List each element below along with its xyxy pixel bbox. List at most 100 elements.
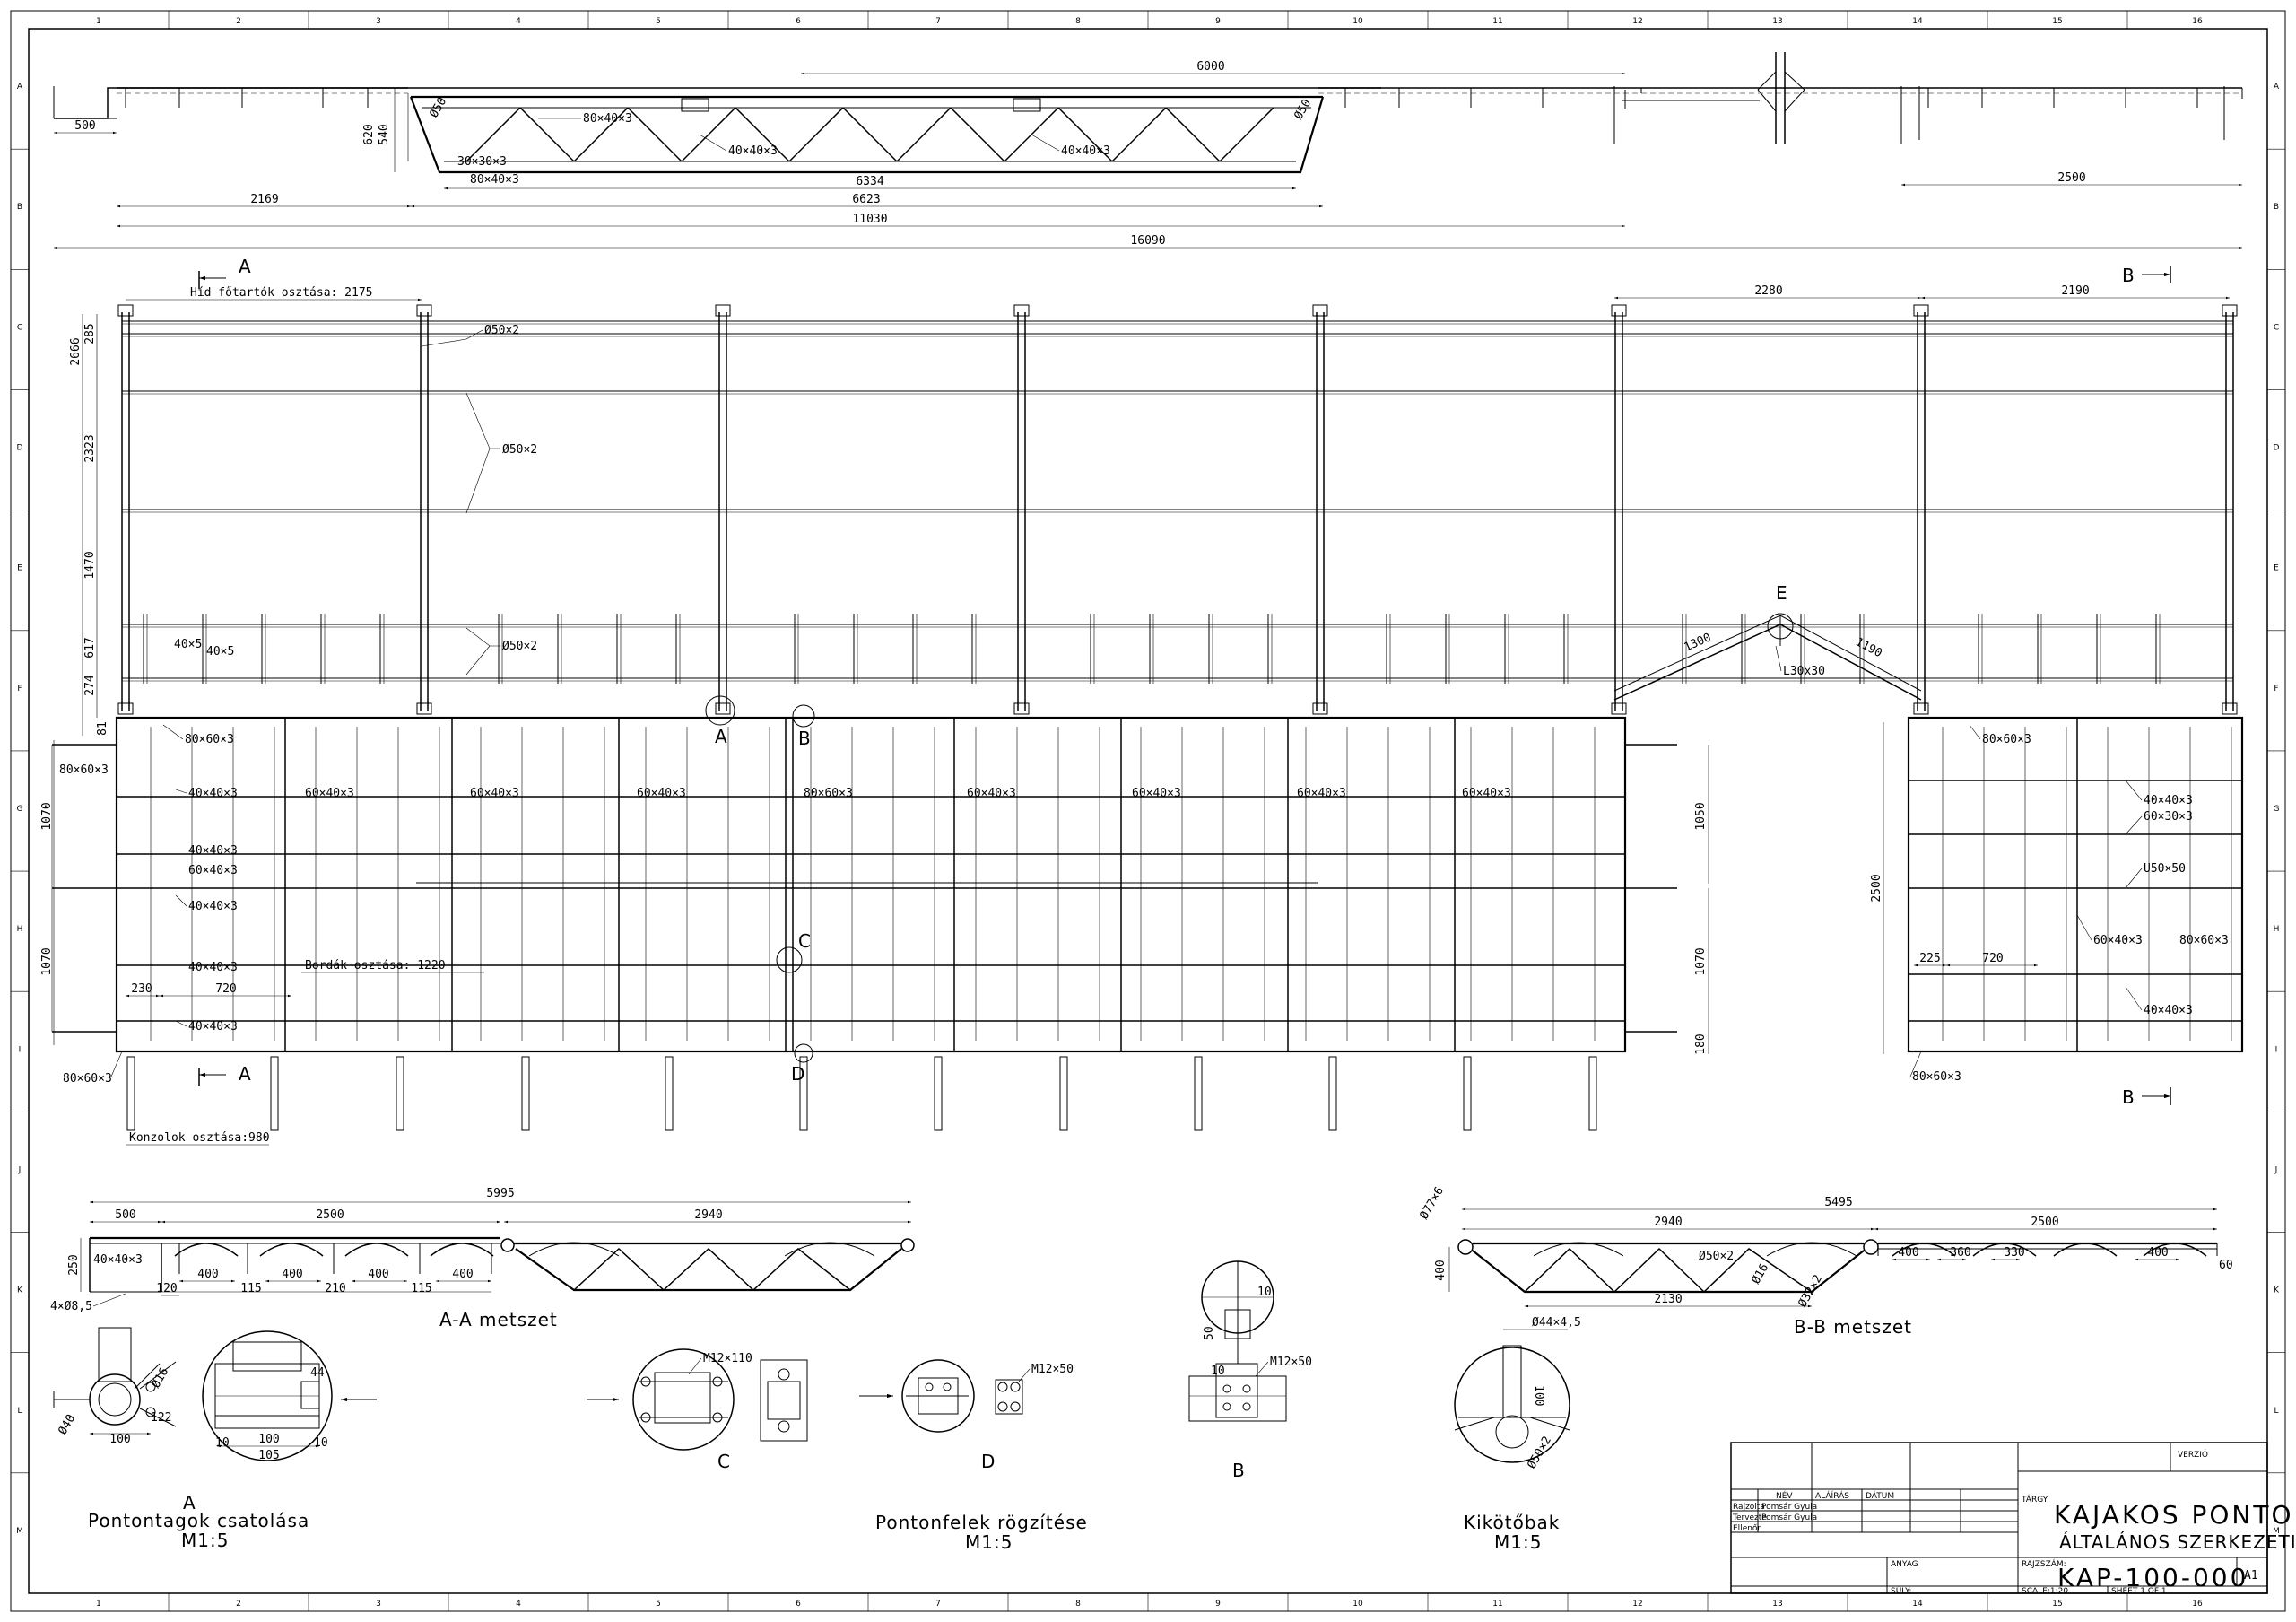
truss-diagonal xyxy=(950,107,1005,162)
section-b-b: 5495 2940 2500 400 2130 Ø77×6 Ø50×2 Ø16 … xyxy=(1417,1185,2232,1338)
svg-text:10: 10 xyxy=(314,1436,328,1450)
zone-label: 3 xyxy=(376,1600,381,1609)
svg-text:1470: 1470 xyxy=(83,551,97,579)
svg-text:B: B xyxy=(2122,265,2135,286)
detail-a: 100 122 Ø40 Ø16 100 105 10 10 44 A Ponto… xyxy=(53,1327,377,1551)
svg-text:Ellenőr: Ellenőr xyxy=(1733,1524,1761,1533)
truss-diagonal xyxy=(627,107,683,162)
svg-text:B: B xyxy=(798,728,812,749)
svg-text:6334: 6334 xyxy=(856,175,883,188)
zone-label: E xyxy=(2274,564,2279,573)
svg-text:1050: 1050 xyxy=(1694,802,1708,830)
truss-diagonal xyxy=(1219,107,1274,162)
svg-text:1070: 1070 xyxy=(1694,947,1708,975)
svg-text:400: 400 xyxy=(282,1268,302,1281)
svg-text:Ø50×2: Ø50×2 xyxy=(502,640,537,653)
side-elevation: 6000 500 620 540 6334 2169 6623 11030 16… xyxy=(53,52,2243,249)
zone-label: 9 xyxy=(1215,17,1221,26)
svg-text:40×40×3: 40×40×3 xyxy=(188,787,238,800)
section-a-top: A xyxy=(239,256,252,277)
zone-label: 6 xyxy=(796,1600,801,1609)
zone-label: 2 xyxy=(236,1600,241,1609)
svg-text:30×30×3: 30×30×3 xyxy=(457,155,507,169)
svg-text:80×60×3: 80×60×3 xyxy=(1982,733,2031,746)
svg-text:100: 100 xyxy=(109,1433,130,1446)
girder-cap xyxy=(416,304,432,317)
svg-text:720: 720 xyxy=(215,982,236,996)
detail-d: M12×50 D Pontonfelek rögzítése M1:5 xyxy=(859,1359,1087,1553)
zone-label: 10 xyxy=(1352,17,1363,26)
svg-text:Ø44×4,5: Ø44×4,5 xyxy=(1532,1316,1581,1330)
section-a-a: 5995 500 2500 2940 250 40×40×3 4×Ø8,5 xyxy=(50,1187,915,1330)
svg-text:1070: 1070 xyxy=(40,802,54,830)
svg-text:NÉV: NÉV xyxy=(1776,1490,1793,1501)
zone-label: L xyxy=(2274,1407,2278,1416)
svg-text:400: 400 xyxy=(2147,1246,2168,1260)
girder-cap xyxy=(1913,304,1929,317)
plan-left-dims: 285 2666 2323 1470 617 274 81 1070 1070 xyxy=(40,314,109,1045)
svg-text:RAJZSZÁM:: RAJZSZÁM: xyxy=(2022,1558,2066,1569)
girder-cap xyxy=(715,702,731,715)
bracket xyxy=(1328,1056,1337,1131)
section-bb-title: B-B metszet xyxy=(1794,1316,1912,1338)
girder-cap xyxy=(1611,304,1627,317)
pontoon-outline xyxy=(115,716,1627,1053)
svg-text:M12×50: M12×50 xyxy=(1031,1363,1074,1376)
svg-text:2280: 2280 xyxy=(1754,284,1782,298)
dim-6000: 6000 xyxy=(1196,60,1224,74)
truss-gusset xyxy=(681,98,709,112)
zone-label: L xyxy=(17,1407,22,1416)
svg-text:40×40×3: 40×40×3 xyxy=(2144,1004,2193,1017)
svg-text:40×40×3: 40×40×3 xyxy=(93,1253,143,1267)
zone-label: 10 xyxy=(1352,1600,1363,1609)
zone-label: F xyxy=(2274,685,2278,693)
svg-text:40×5: 40×5 xyxy=(174,638,202,651)
svg-text:10: 10 xyxy=(215,1436,230,1450)
svg-text:50: 50 xyxy=(1203,1326,1216,1340)
svg-text:540: 540 xyxy=(378,124,391,144)
kikotobak-detail: Ø44×4,5 100 Ø50×2 Kikötőbak M1:5 xyxy=(1454,1316,1581,1553)
svg-text:11030: 11030 xyxy=(852,213,887,226)
svg-text:400: 400 xyxy=(452,1268,473,1281)
girder-cap xyxy=(715,304,731,317)
truss-diagonal xyxy=(896,107,952,162)
svg-text:2169: 2169 xyxy=(250,193,278,206)
plan-view: A A B B Híd főtartók osztása: 2175 2280 … xyxy=(40,256,2244,1146)
svg-text:Ø50: Ø50 xyxy=(427,95,449,120)
svg-text:2500: 2500 xyxy=(2031,1216,2058,1229)
svg-text:Ø16: Ø16 xyxy=(149,1365,171,1391)
zone-label: 12 xyxy=(1632,17,1642,26)
zone-label: D xyxy=(2274,444,2280,453)
svg-text:A: A xyxy=(715,726,728,747)
zone-label: 13 xyxy=(1772,17,1782,26)
bracket xyxy=(521,1056,530,1131)
svg-text:400: 400 xyxy=(368,1268,388,1281)
svg-text:10: 10 xyxy=(1257,1286,1272,1299)
svg-text:60×40×3: 60×40×3 xyxy=(967,787,1016,800)
svg-text:81: 81 xyxy=(96,721,109,736)
svg-text:B: B xyxy=(1232,1460,1246,1481)
zone-label: H xyxy=(2274,925,2280,934)
svg-text:400: 400 xyxy=(1898,1246,1918,1260)
bracket xyxy=(270,1056,279,1131)
svg-text:Pomsár Gyula: Pomsár Gyula xyxy=(1761,1503,1817,1512)
svg-text:C: C xyxy=(718,1451,731,1472)
svg-text:60×40×3: 60×40×3 xyxy=(637,787,686,800)
svg-text:L30x30: L30x30 xyxy=(1783,665,1825,678)
svg-text:2940: 2940 xyxy=(694,1208,722,1222)
girder-cap xyxy=(1312,702,1328,715)
svg-text:E: E xyxy=(1776,582,1788,604)
svg-text:A: A xyxy=(239,1063,252,1085)
svg-text:M12×50: M12×50 xyxy=(1270,1356,1312,1369)
svg-text:Ø16: Ø16 xyxy=(1749,1261,1771,1286)
svg-text:60×40×3: 60×40×3 xyxy=(2093,934,2143,947)
truss-diagonal xyxy=(1057,107,1113,162)
zone-label: F xyxy=(17,685,22,693)
zone-label: 1 xyxy=(96,1600,101,1609)
bracket xyxy=(934,1056,943,1131)
girder-cap xyxy=(1611,702,1627,715)
svg-text:4×Ø8,5: 4×Ø8,5 xyxy=(50,1300,92,1313)
